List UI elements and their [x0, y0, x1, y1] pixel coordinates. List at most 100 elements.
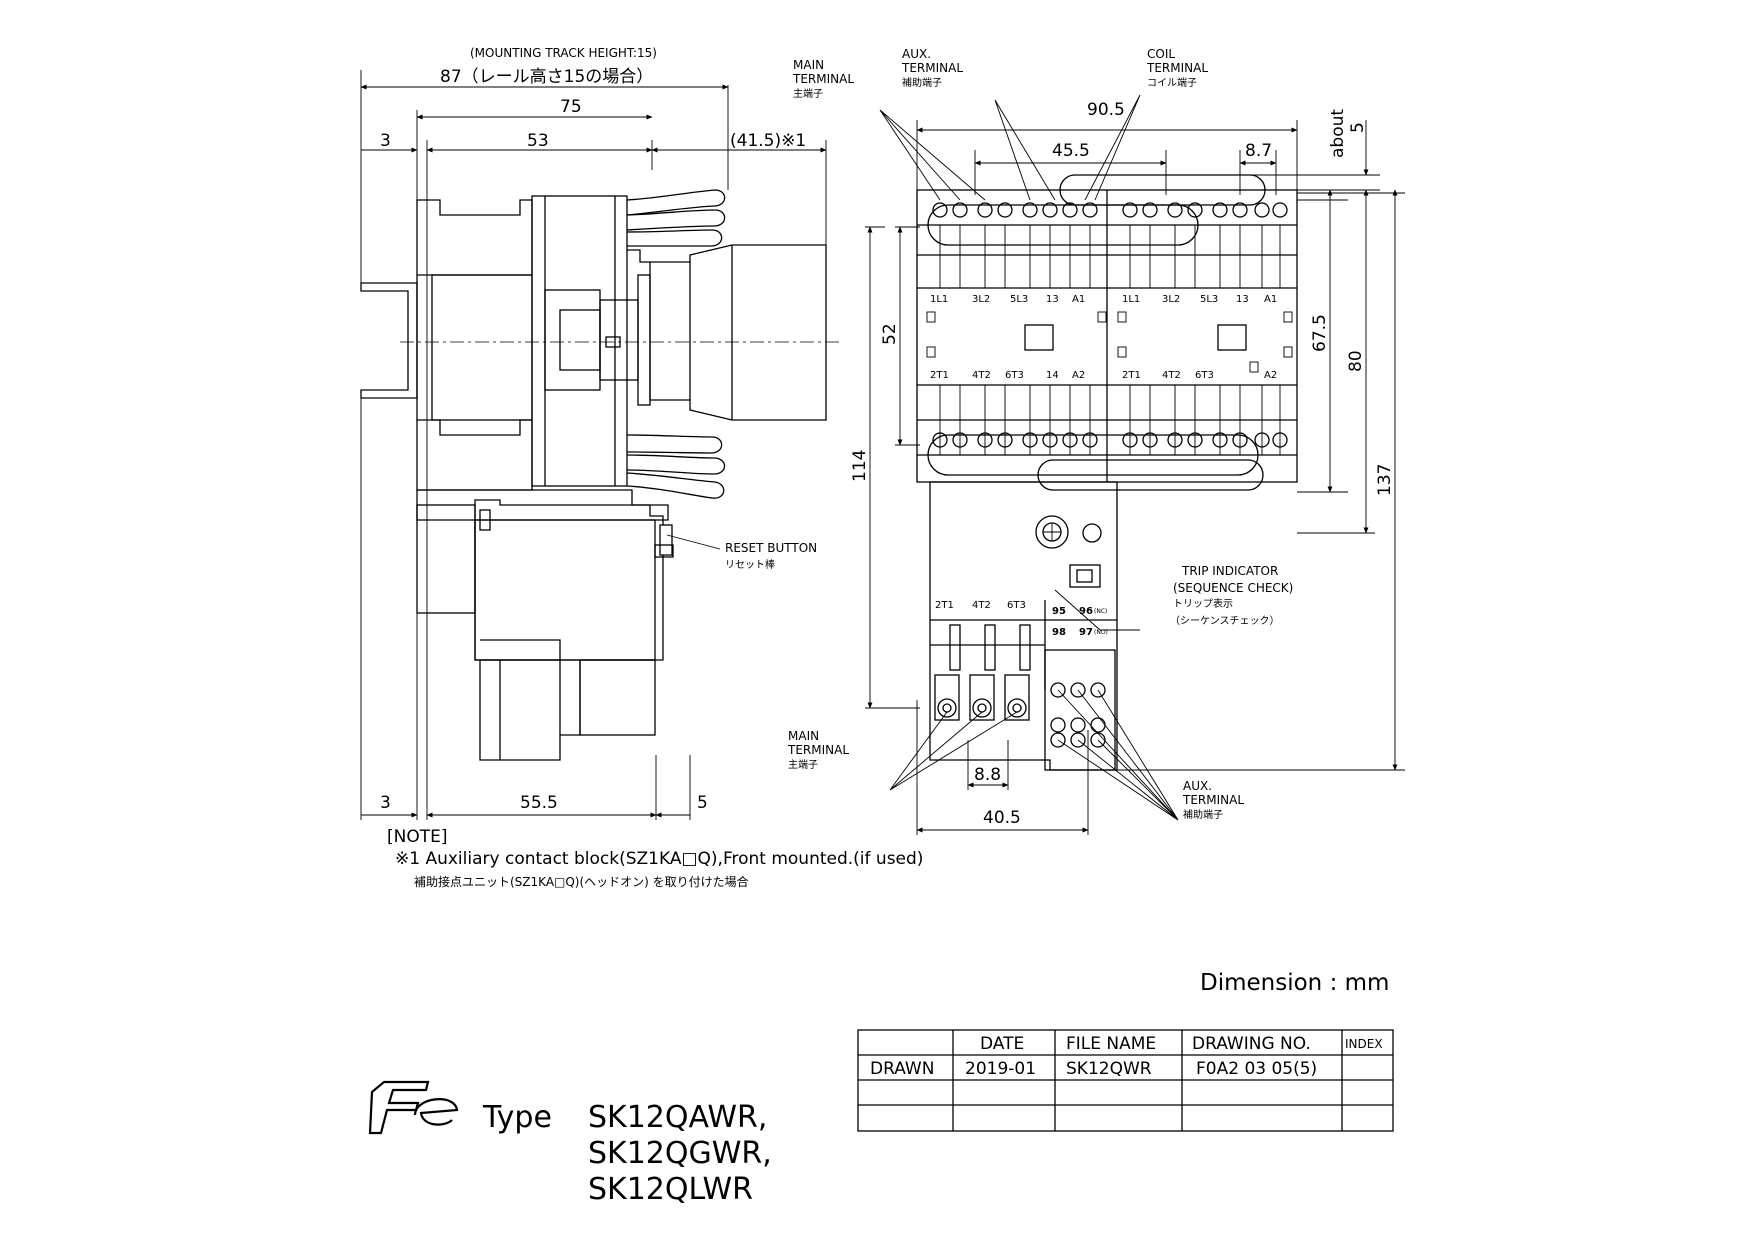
front-extension-lines — [865, 120, 1405, 835]
type-label: Type — [482, 1100, 552, 1135]
label-4t2-2: 4T2 — [1162, 370, 1181, 381]
front-leaders — [879, 94, 1179, 821]
coil-terminal-l2: TERMINAL — [1146, 61, 1208, 75]
title-header-index: INDEX — [1345, 1037, 1383, 1051]
dim-80: 80 — [1346, 350, 1366, 372]
front-dimension-lines — [867, 120, 1398, 833]
contactor-front — [916, 174, 1298, 491]
type-model-2: SK12QGWR, — [588, 1136, 772, 1171]
label-a1-2: A1 — [1264, 294, 1277, 305]
title-cell-file-name: SK12QWR — [1066, 1059, 1152, 1079]
aux-terminal-top-l1: AUX. — [902, 47, 931, 61]
label-5l3: 5L3 — [1010, 294, 1028, 305]
title-block-headers: DATE FILE NAME DRAWING NO. INDEX — [980, 1034, 1383, 1054]
relay-labels: 2T1 4T2 6T3 95 96 98 97 (NC) (NO) — [935, 600, 1108, 638]
fe-logo-text: Fe — [0, 0, 2, 1]
overload-relay-side — [416, 499, 674, 761]
aux-terminal-bottom-l2: TERMINAL — [1182, 793, 1244, 807]
main-terminal-top-l1: MAIN — [793, 58, 824, 72]
unit1-bottom-labels: 2T1 4T2 6T3 14 A2 — [930, 370, 1085, 381]
title-header-drawing-no: DRAWING NO. — [1192, 1034, 1311, 1054]
relay-label-2t1: 2T1 — [935, 600, 954, 611]
unit1-top-labels: 1L1 3L2 5L3 13 A1 — [930, 294, 1085, 305]
dim-3-bottom: 3 — [380, 793, 391, 813]
side-view — [360, 70, 840, 820]
terminal-wires-bottom — [626, 434, 726, 499]
trip-indicator-l2: (SEQUENCE CHECK) — [1173, 581, 1293, 595]
unit2-top-labels: 1L1 3L2 5L3 13 A1 — [1122, 294, 1277, 305]
front-view — [865, 94, 1405, 835]
aux-terminal-bottom-l3: 補助端子 — [1183, 808, 1223, 821]
trip-indicator-l1: TRIP INDICATOR — [1181, 564, 1278, 578]
note-line-2: 補助接点ユニット(SZ1KA□Q)(ヘッドオン) を取り付けた場合 — [414, 874, 749, 889]
dim-8-8: 8.8 — [974, 765, 1001, 785]
dim-40-5: 40.5 — [983, 808, 1021, 828]
aux-terminal-bottom-l1: AUX. — [1183, 779, 1212, 793]
note-heading: [NOTE] — [387, 827, 448, 847]
type-model-3: SK12QLWR — [588, 1172, 753, 1207]
small-marks — [926, 311, 1293, 373]
relay-label-6t3: 6T3 — [1007, 600, 1026, 611]
dim-about-label: about — [1328, 109, 1348, 158]
label-14: 14 — [1046, 370, 1059, 381]
main-terminal-bottom-l1: MAIN — [788, 729, 819, 743]
relay-label-nc: (NC) — [1094, 608, 1107, 615]
contact-indicator-1 — [1024, 324, 1054, 351]
terminal-screws-top — [932, 202, 1288, 218]
terminal-partitions — [939, 225, 1281, 455]
label-1l1-2: 1L1 — [1122, 294, 1140, 305]
dim-45-5: 45.5 — [1052, 141, 1090, 161]
label-2t1: 2T1 — [930, 370, 949, 381]
contact-indicator-2 — [1217, 324, 1247, 351]
label-2t1-2: 2T1 — [1122, 370, 1141, 381]
label-13-2: 13 — [1236, 294, 1249, 305]
interconnect-wiring — [927, 174, 1266, 491]
contactor-body-side — [400, 195, 840, 491]
title-block-row-drawn: DRAWN 2019-01 SK12QWR F0A2 03 05(5) — [870, 1059, 1317, 1079]
title-cell-drawing-no: F0A2 03 05(5) — [1196, 1059, 1317, 1079]
dim-53: 53 — [527, 131, 549, 151]
title-header-file-name: FILE NAME — [1066, 1034, 1156, 1054]
dim-52: 52 — [880, 323, 900, 345]
dim-41-5: (41.5)※1 — [730, 131, 806, 151]
reset-button-leader — [666, 534, 721, 550]
label-6t3: 6T3 — [1005, 370, 1024, 381]
coil-terminal-l3: コイル端子 — [1147, 76, 1197, 89]
dim-55-5: 55.5 — [520, 793, 558, 813]
main-terminal-top-l3: 主端子 — [793, 87, 823, 100]
relay-label-96: 96 — [1079, 606, 1093, 617]
relay-label-95: 95 — [1052, 606, 1066, 617]
label-a2: A2 — [1072, 370, 1085, 381]
side-extension-lines — [360, 70, 827, 820]
dim-8-7: 8.7 — [1245, 141, 1272, 161]
label-13: 13 — [1046, 294, 1059, 305]
dimension-unit-label: Dimension : mm — [1200, 970, 1389, 996]
label-3l2-2: 3L2 — [1162, 294, 1180, 305]
reset-button-label-jp: リセット棒 — [725, 558, 775, 571]
dim-90-5: 90.5 — [1087, 100, 1125, 120]
label-a1: A1 — [1072, 294, 1085, 305]
dim-75: 75 — [560, 97, 582, 117]
unit2-bottom-labels: 2T1 4T2 6T3 A2 — [1122, 370, 1277, 381]
label-5l3-2: 5L3 — [1200, 294, 1218, 305]
relay-main-terminals — [934, 674, 1030, 721]
reset-button — [1035, 515, 1069, 549]
label-1l1: 1L1 — [930, 294, 948, 305]
main-terminal-bottom-l3: 主端子 — [788, 758, 818, 771]
din-rail-profile — [360, 282, 418, 399]
overload-relay-front — [929, 481, 1118, 771]
label-3l2: 3L2 — [972, 294, 990, 305]
dim-87: 87（レール高さ15の場合） — [440, 67, 653, 87]
trip-indicator-l3: トリップ表示 — [1173, 597, 1233, 610]
relay-label-no: (NO) — [1094, 629, 1108, 636]
aux-terminal-top-l2: TERMINAL — [901, 61, 963, 75]
title-cell-drawn: DRAWN — [870, 1059, 934, 1079]
dim-137: 137 — [1375, 464, 1395, 496]
label-a2-2: A2 — [1264, 370, 1277, 381]
dim-5: 5 — [697, 793, 708, 813]
dim-3-top: 3 — [380, 131, 391, 151]
relay-aux-terminals — [1044, 649, 1116, 771]
title-header-date: DATE — [980, 1034, 1024, 1054]
title-cell-date: 2019-01 — [965, 1059, 1036, 1079]
trip-indicator-l4: （シーケンスチェック） — [1170, 615, 1280, 627]
